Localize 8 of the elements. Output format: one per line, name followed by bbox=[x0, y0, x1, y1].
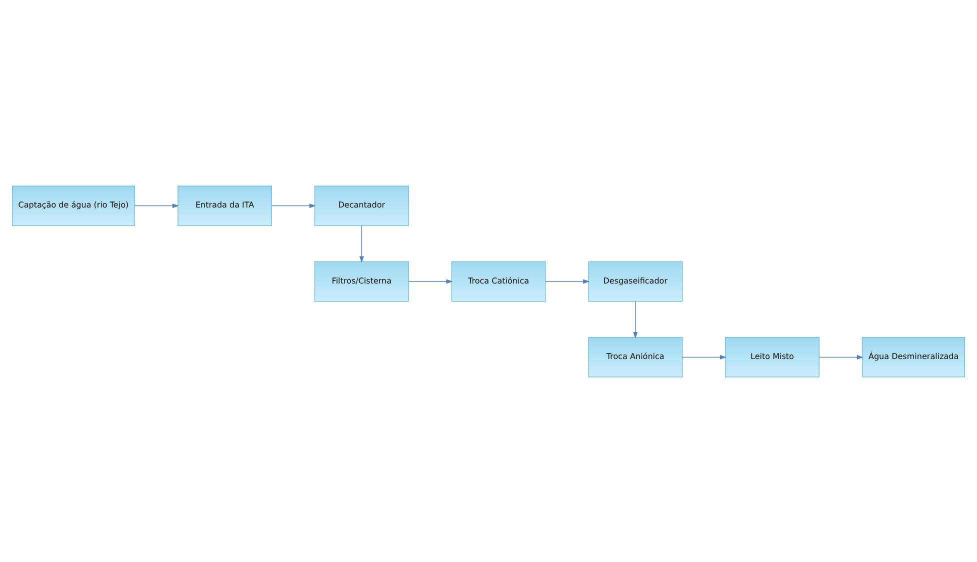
arrow bbox=[545, 278, 590, 284]
arrow bbox=[271, 203, 316, 208]
arrow bbox=[408, 278, 453, 284]
arrow bbox=[682, 354, 726, 359]
arrow bbox=[633, 300, 638, 338]
arrow bbox=[359, 224, 364, 262]
arrow bbox=[818, 354, 864, 359]
arrow bbox=[134, 203, 179, 208]
